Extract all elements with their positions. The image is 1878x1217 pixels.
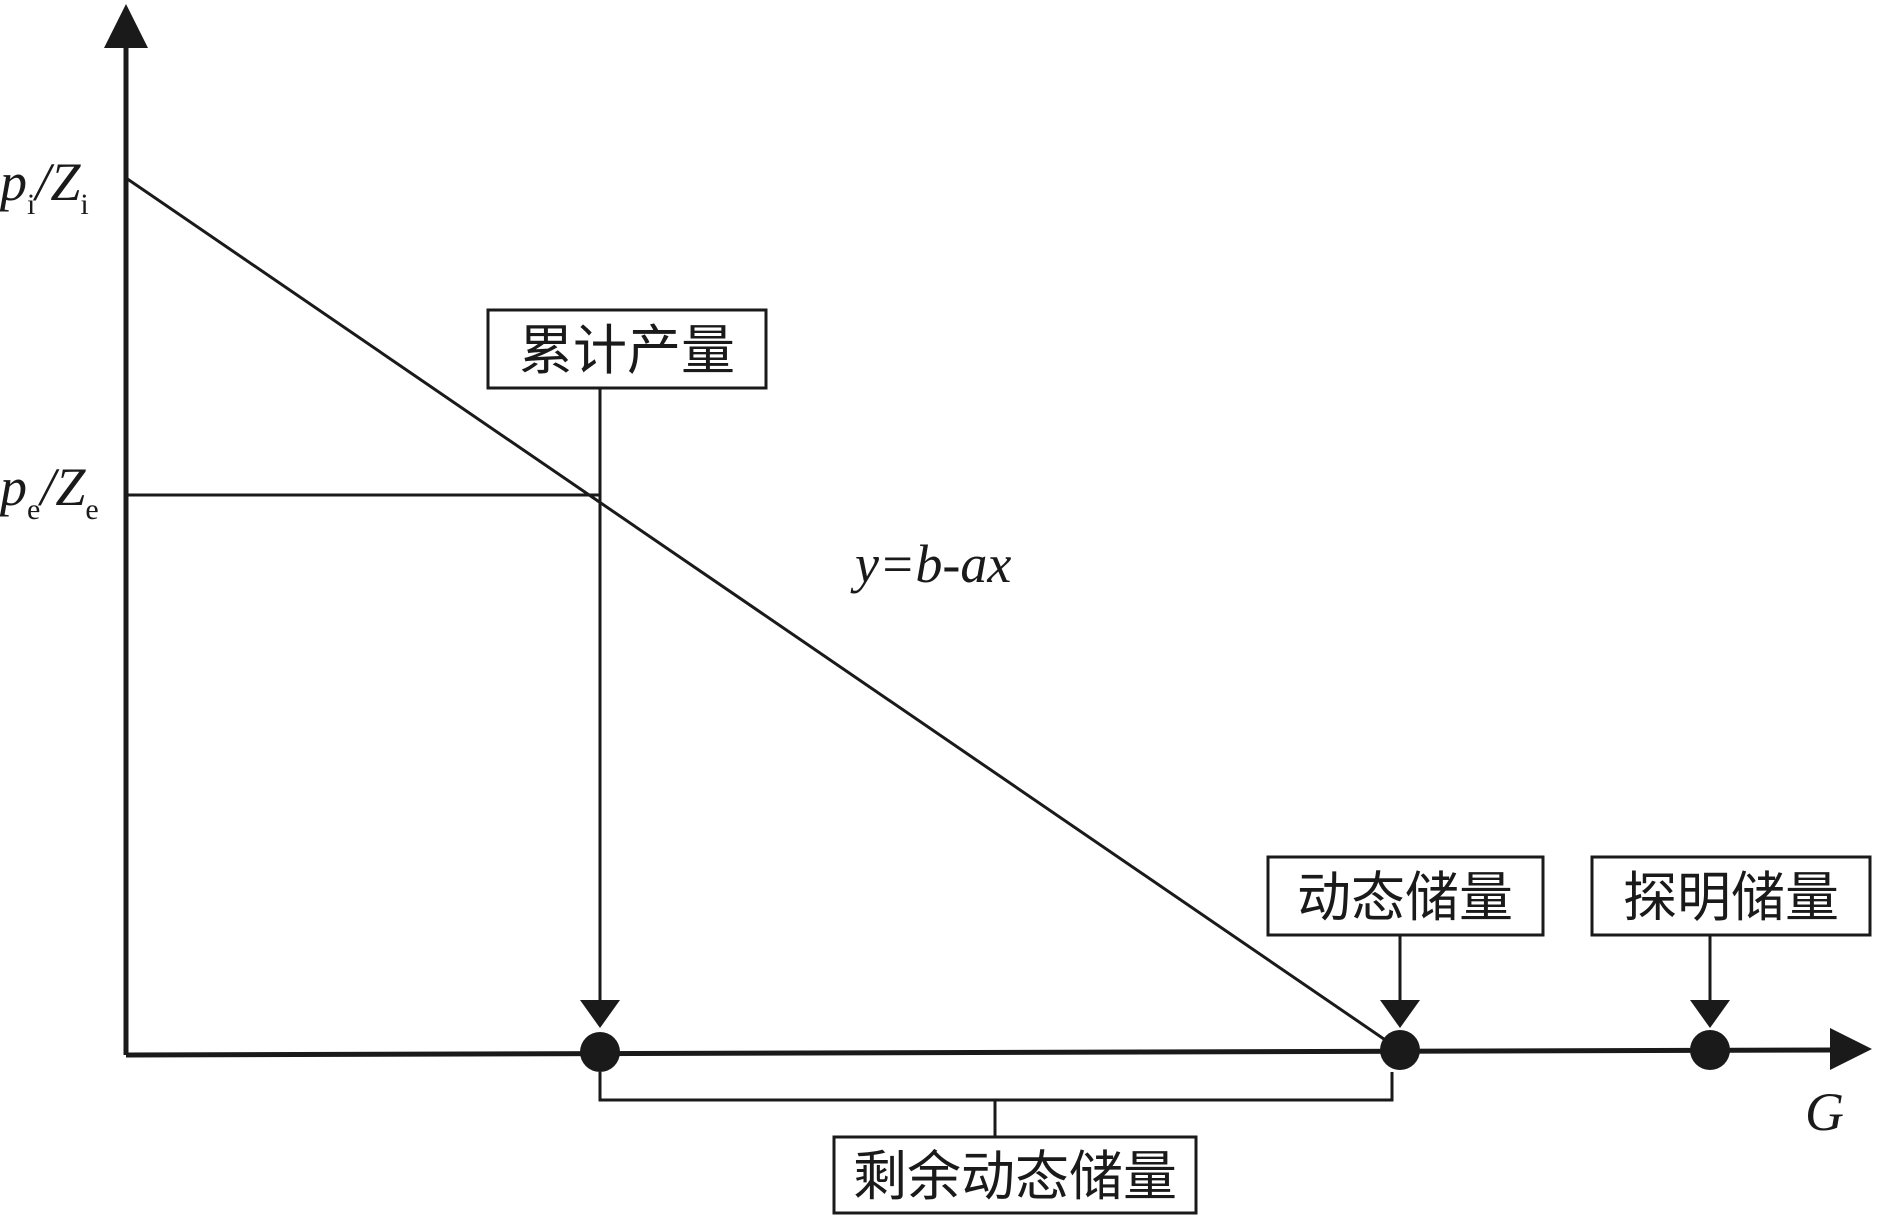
- y-label-pi-zi: pi/Zi: [0, 152, 89, 221]
- proven-reserves-box: [1590, 855, 1872, 937]
- proven-reserves-label: 探明储量: [1623, 866, 1839, 929]
- dynamic-reserves-label: 动态储量: [1297, 866, 1513, 929]
- x-axis-arrow-icon: [1830, 1028, 1872, 1070]
- cumulative-production-marker: [580, 1032, 620, 1072]
- remaining-dynamic-reserves-label: 剩余动态储量: [853, 1145, 1177, 1208]
- y-axis-arrow-icon: [104, 4, 148, 48]
- cumulative-production-box: [486, 308, 768, 390]
- dynamic-reserves-arrow-icon: [1380, 1000, 1420, 1028]
- proven-reserves-marker: [1690, 1030, 1730, 1070]
- dynamic-reserves-marker: [1380, 1030, 1420, 1070]
- remaining-dynamic-reserves-box: [832, 1135, 1198, 1215]
- cumulative-production-label: 累计产量: [519, 319, 735, 382]
- remaining-reserves-bracket: [598, 1072, 1394, 1138]
- cumulative-production-arrow-icon: [580, 1000, 620, 1028]
- decline-equation: y=b-ax: [850, 534, 1011, 594]
- x-axis: [125, 1047, 1836, 1058]
- proven-reserves-arrow-icon: [1690, 1000, 1730, 1028]
- decline-line: [125, 176, 1401, 1052]
- x-axis-label: G: [1805, 1082, 1844, 1142]
- dynamic-reserves-box: [1266, 855, 1545, 937]
- y-label-pe-ze: pe/Ze: [0, 457, 99, 526]
